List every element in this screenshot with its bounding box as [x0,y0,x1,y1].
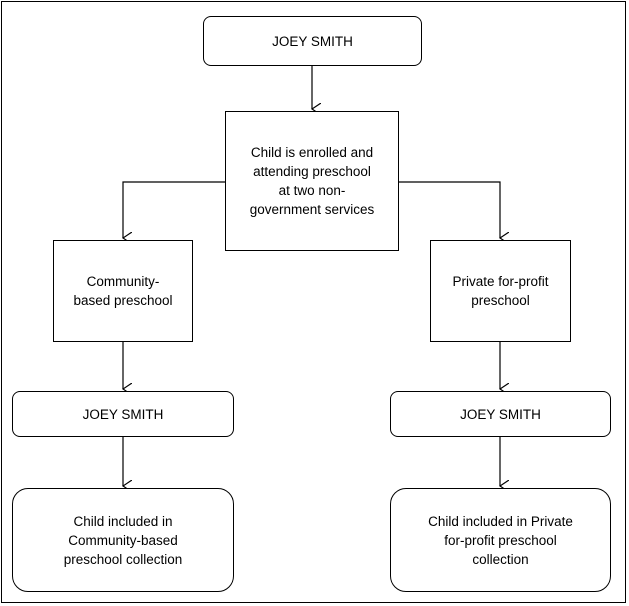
node-left-child-label: JOEY SMITH [82,406,164,422]
node-private-collection-result: Child included in Private for-profit pre… [390,488,611,592]
node-top-child-name: JOEY SMITH [203,16,422,66]
node-right-service-label: Private for-profit preschool [452,274,549,308]
node-community-based-preschool: Community- based preschool [53,240,193,342]
node-right-result-label: Child included in Private for-profit pre… [428,513,573,567]
node-right-child-label: JOEY SMITH [460,406,541,422]
node-left-service-label: Community- based preschool [73,274,173,308]
node-community-collection-result: Child included in Community-based presch… [12,488,234,592]
node-private-for-profit-preschool: Private for-profit preschool [430,240,571,342]
arrow-center-to-left-service [123,181,225,238]
arrow-center-to-right-service [399,181,500,238]
node-left-child-name: JOEY SMITH [12,391,234,437]
node-center-label: Child is enrolled and attending preschoo… [249,145,375,217]
node-left-result-label: Child included in Community-based presch… [63,513,183,567]
node-top-label: JOEY SMITH [272,33,353,49]
node-enrolled-two-services: Child is enrolled and attending preschoo… [225,111,399,251]
node-right-child-name: JOEY SMITH [390,391,611,437]
